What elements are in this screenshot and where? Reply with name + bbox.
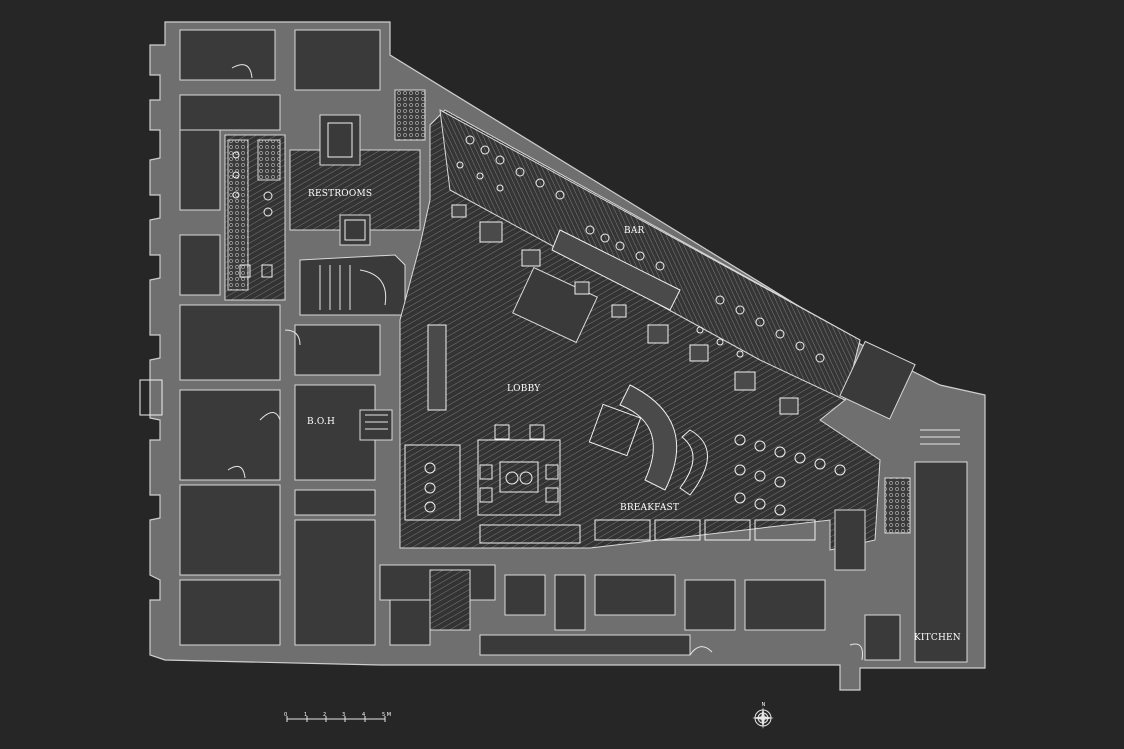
- stair-core: [299, 254, 406, 316]
- boh-stair: [359, 409, 393, 441]
- scale-tick-2: 2: [323, 712, 326, 718]
- scale-tick-3: 3: [342, 712, 345, 718]
- scale-tick-4: 4: [362, 712, 365, 718]
- scale-bar: 0 1 2 3 4 5 M: [284, 712, 391, 722]
- lobby-furniture: [404, 324, 708, 544]
- left-rooms: [179, 29, 381, 646]
- label-breakfast: BREAKFAST: [620, 503, 679, 513]
- label-bar: BAR: [624, 226, 645, 236]
- scale-tick-0: 0: [284, 712, 287, 718]
- bar-zone: [439, 109, 861, 415]
- breakfast-furniture: [594, 434, 846, 541]
- label-kitchen: KITCHEN: [914, 633, 961, 643]
- label-restrooms: RESTROOMS: [308, 189, 372, 199]
- scale-tick-5: 5 M: [382, 712, 391, 718]
- restroom-area: [224, 89, 426, 301]
- kitchen-wing: [834, 340, 968, 663]
- label-lobby: LOBBY: [507, 384, 541, 394]
- label-boh: B.O.H: [307, 417, 335, 427]
- bottom-rooms: [379, 564, 826, 656]
- toilet-fixtures: [232, 151, 273, 278]
- door-swings: [227, 64, 863, 661]
- north-label: N: [762, 702, 766, 708]
- left-exterior-box: [139, 379, 163, 416]
- compass-rose-icon: N: [752, 702, 774, 729]
- scale-tick-1: 1: [304, 712, 307, 718]
